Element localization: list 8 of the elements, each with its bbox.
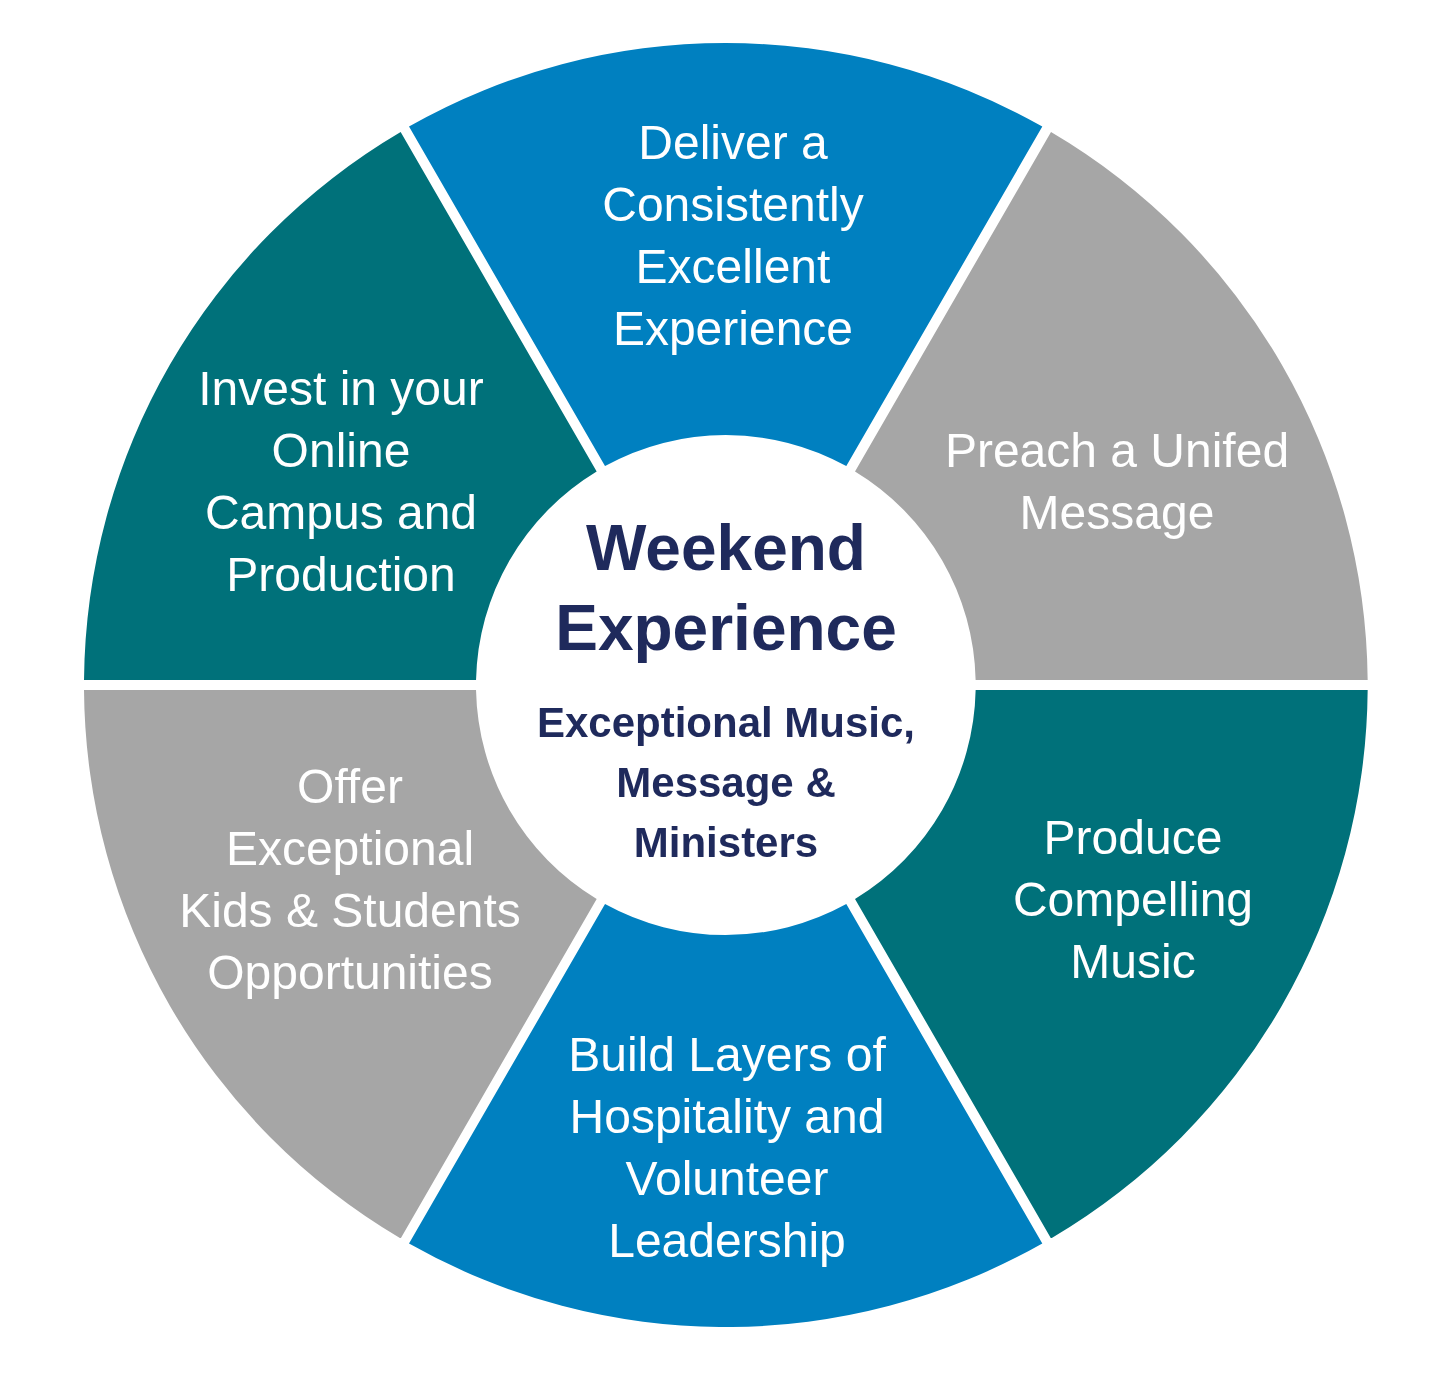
segment-label: Produce Compelling Music <box>1011 810 1255 990</box>
segment-label: Invest in your Online Campus and Production <box>197 361 485 603</box>
segment-label: Deliver a Consistently Excellent Experience <box>601 115 865 357</box>
hub-subtitle: Exceptional Music, Message & Ministers <box>535 697 917 868</box>
segment-label: Build Layers of Hospitality and Volunteer Leadership <box>567 1027 887 1269</box>
hub-title: Weekend Experience <box>554 510 898 666</box>
segment-label: Preach a Unifed Message <box>943 423 1291 541</box>
segment-label: Offer Exceptional Kids & Students Opportunities <box>178 759 522 1001</box>
